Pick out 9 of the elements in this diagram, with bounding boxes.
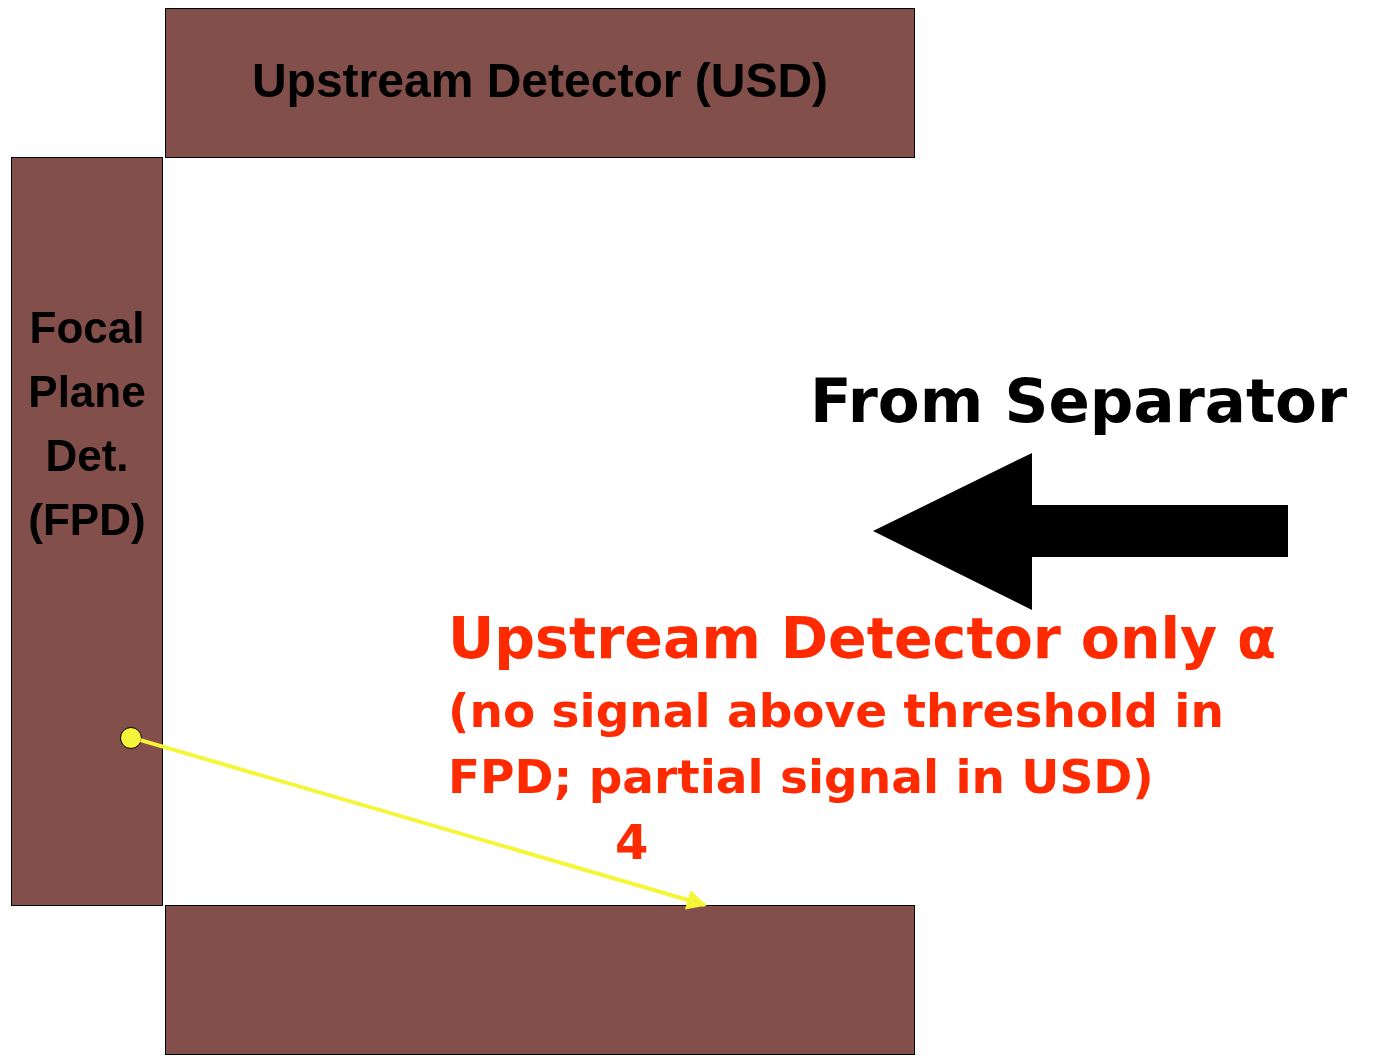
detector-bar <box>165 905 915 1055</box>
event-type-heading: Upstream Detector only α <box>448 604 1277 673</box>
case-number: 4 <box>615 813 649 872</box>
event-description: (no signal above threshold in FPD; partial signal in USD) <box>448 682 1225 806</box>
detector-bar <box>165 8 915 158</box>
detector-label: Upstream Detector (USD) <box>250 53 830 109</box>
beam-direction-label: From Separator <box>810 366 1348 436</box>
detector-bar <box>11 157 163 906</box>
detector-label: Focal Plane Det. (FPD) <box>27 302 147 546</box>
